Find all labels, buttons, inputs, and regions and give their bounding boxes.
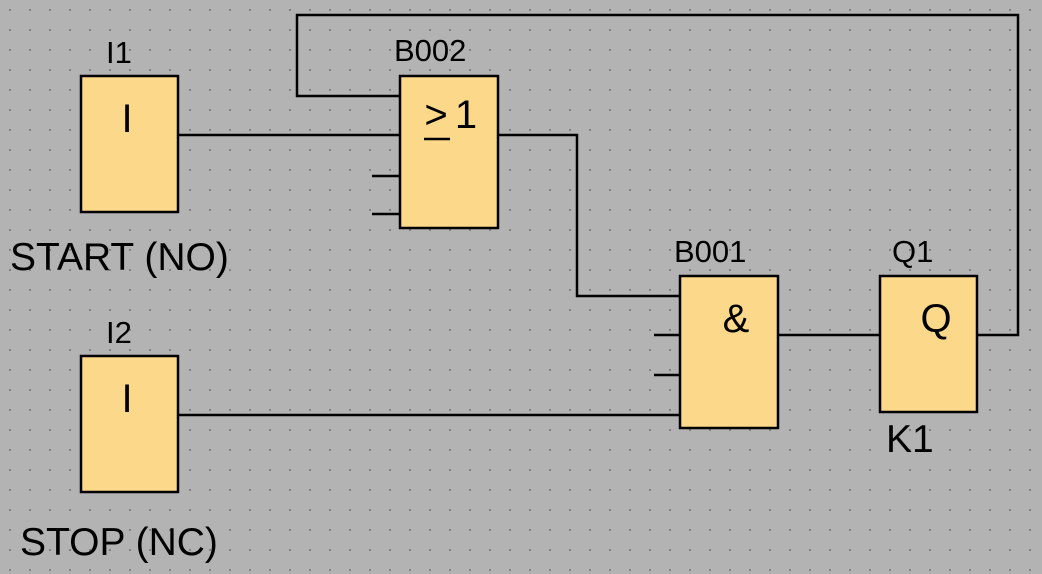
wire-b002-to-b001 — [498, 133, 680, 298]
block-body-i2[interactable] — [79, 354, 180, 494]
wire-q1-feedback — [295, 13, 1020, 337]
block-body-b002[interactable] — [398, 74, 500, 230]
block-label-q1: K1 — [886, 418, 934, 461]
or-block-b002[interactable]: B002 > 1 — [394, 33, 500, 230]
input-block-i2[interactable]: I2 I STOP (NC) — [20, 315, 218, 564]
block-id-b002: B002 — [394, 33, 466, 68]
wires — [178, 13, 1020, 417]
block-symbol-b001: & — [723, 297, 750, 341]
block-symbol-q1: Q — [920, 297, 951, 341]
block-body-q1[interactable] — [878, 274, 979, 414]
block-label-i2: STOP (NC) — [20, 521, 218, 564]
block-label-i1: START (NO) — [10, 236, 229, 279]
and-block-b001[interactable]: B001 & — [674, 234, 780, 430]
block-symbol-i2: I — [121, 377, 132, 421]
block-body-i1[interactable] — [79, 74, 180, 214]
block-symbol-b002: 1 — [455, 93, 477, 137]
output-block-q1[interactable]: Q1 Q K1 — [878, 234, 979, 461]
block-symbol-prefix-b002: > — [424, 93, 447, 137]
block-id-q1: Q1 — [892, 234, 933, 269]
block-body-b001[interactable] — [678, 274, 780, 430]
input-block-i1[interactable]: I1 I START (NO) — [10, 35, 229, 279]
block-symbol-i1: I — [121, 97, 132, 141]
block-id-i1: I1 — [106, 35, 132, 70]
block-id-b001: B001 — [674, 234, 746, 269]
block-id-i2: I2 — [106, 315, 132, 350]
